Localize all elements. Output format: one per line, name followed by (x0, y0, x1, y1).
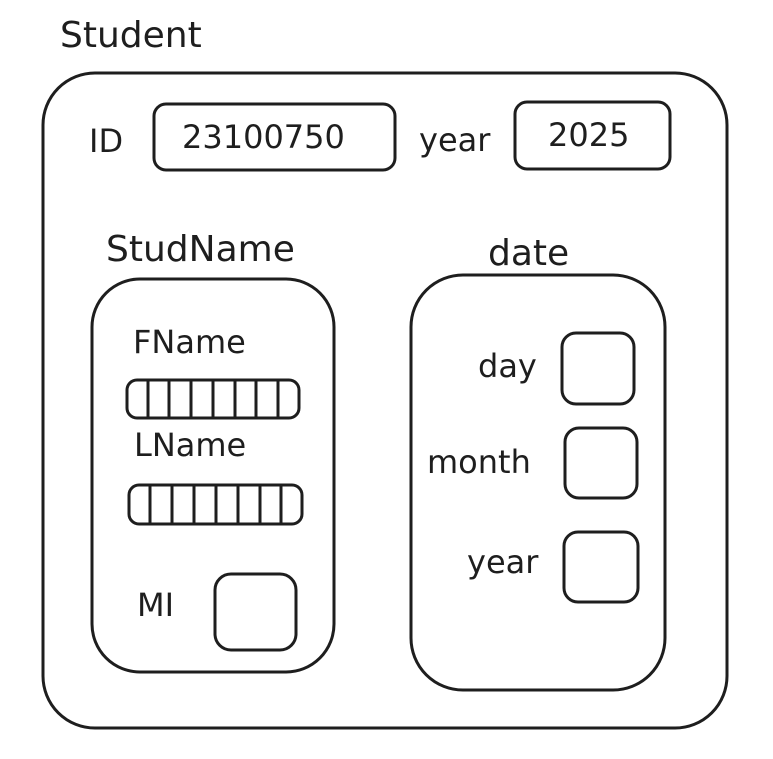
year-value-box (513, 100, 672, 171)
id-value-box (152, 102, 397, 172)
date-title: date (488, 233, 570, 274)
month-label: month (427, 443, 531, 481)
fname-cells (125, 378, 301, 420)
lname-label: LName (134, 426, 247, 464)
studname-title: StudName (106, 229, 295, 270)
mi-label: MI (137, 586, 175, 624)
day-box (560, 331, 636, 406)
student-title: Student (60, 15, 202, 56)
id-value: 23100750 (182, 118, 345, 156)
date-year-box (562, 530, 640, 604)
year-label: year (419, 121, 491, 159)
fname-label: FName (133, 323, 246, 361)
mi-box (213, 572, 298, 652)
studname-box (90, 277, 336, 674)
date-year-label: year (467, 543, 539, 581)
month-box (563, 426, 639, 500)
day-label: day (478, 347, 537, 385)
year-value: 2025 (548, 116, 630, 154)
id-label: ID (89, 122, 124, 160)
date-box (409, 273, 667, 692)
lname-cells (127, 483, 304, 526)
student-box (41, 71, 729, 730)
